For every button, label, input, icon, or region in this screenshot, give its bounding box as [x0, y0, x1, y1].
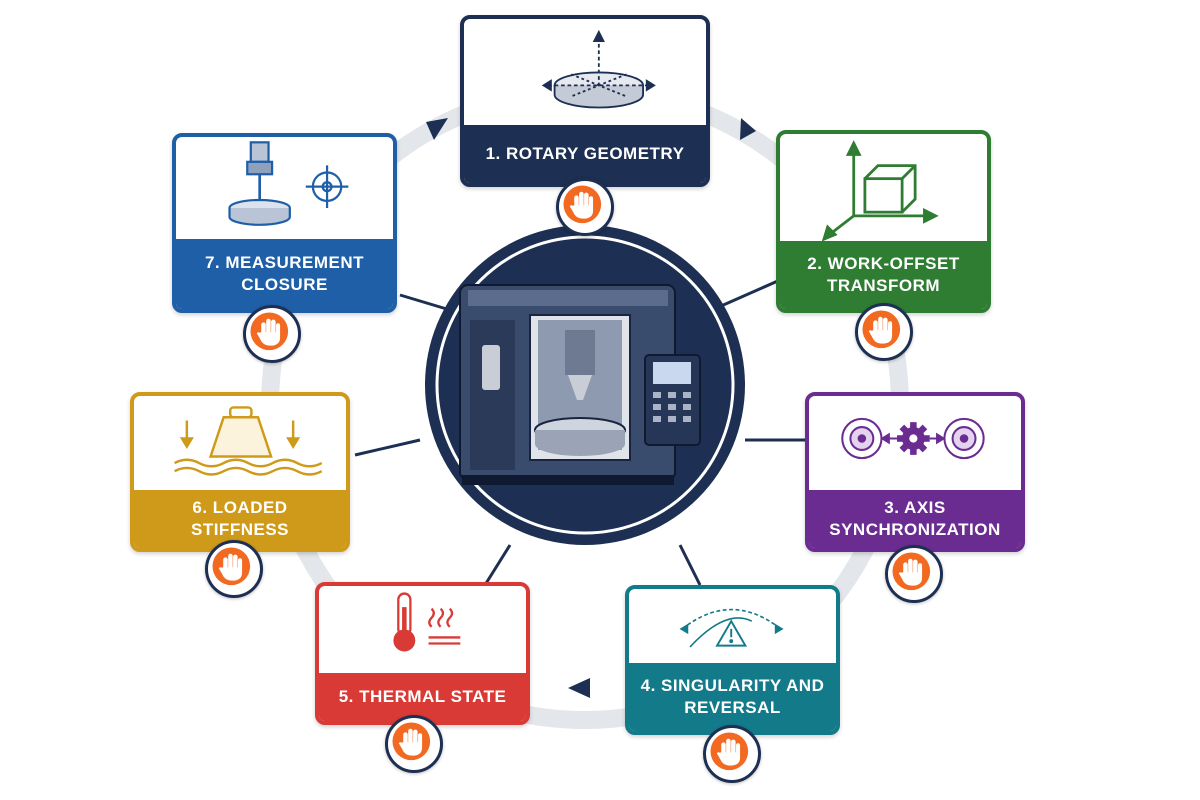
stage-label: 2. WORK-OFFSET TRANSFORM	[780, 241, 987, 309]
stop-hand-icon	[710, 732, 749, 771]
stage-card-6: 6. LOADED STIFFNESS	[130, 392, 350, 552]
stop-hand-badge	[556, 178, 614, 236]
spoke	[399, 293, 451, 312]
rotary-table-icon	[464, 19, 706, 125]
stage-card-2: 2. WORK-OFFSET TRANSFORM	[776, 130, 991, 313]
stop-hand-icon	[892, 552, 931, 591]
stage-card-5: 5. THERMAL STATE	[315, 582, 530, 725]
stop-hand-badge	[385, 715, 443, 773]
stop-hand-icon	[250, 312, 289, 351]
cnc-machine-icon	[425, 225, 745, 545]
spoke	[483, 544, 512, 586]
stage-label: 6. LOADED STIFFNESS	[134, 490, 346, 548]
synchronized-gears-icon	[809, 396, 1021, 490]
stop-hand-icon	[212, 547, 251, 586]
stop-hand-badge	[885, 545, 943, 603]
stop-hand-icon	[392, 722, 431, 761]
flow-arrow	[426, 118, 756, 698]
stop-hand-badge	[243, 305, 301, 363]
stage-label: 1. ROTARY GEOMETRY	[464, 125, 706, 183]
stop-hand-icon	[862, 310, 901, 349]
stop-hand-badge	[703, 725, 761, 783]
spoke	[678, 544, 702, 586]
coordinate-cube-icon	[780, 134, 987, 241]
spoke	[354, 438, 421, 457]
probe-target-icon	[176, 137, 393, 239]
stop-hand-badge	[205, 540, 263, 598]
thermometer-icon	[319, 586, 526, 673]
stage-label: 3. AXIS SYNCHRONIZATION	[809, 490, 1021, 548]
stage-label: 7. MEASUREMENT CLOSURE	[176, 239, 393, 309]
stage-card-1: 1. ROTARY GEOMETRY	[460, 15, 710, 187]
stop-hand-badge	[855, 303, 913, 361]
stage-card-4: 4. SINGULARITY AND REVERSAL	[625, 585, 840, 735]
stage-card-3: 3. AXIS SYNCHRONIZATION	[805, 392, 1025, 552]
stage-label: 4. SINGULARITY AND REVERSAL	[629, 663, 836, 731]
singularity-warning-icon	[629, 589, 836, 663]
load-weight-icon	[134, 396, 346, 490]
stop-hand-icon	[563, 185, 602, 224]
stage-label: 5. THERMAL STATE	[319, 673, 526, 721]
stage-card-7: 7. MEASUREMENT CLOSURE	[172, 133, 397, 313]
